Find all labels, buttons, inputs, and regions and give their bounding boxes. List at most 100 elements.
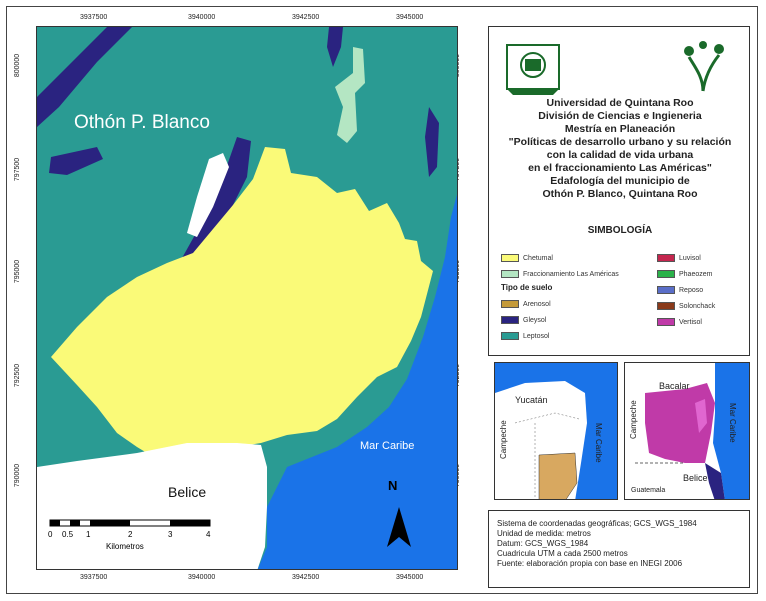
coord-left-3: 795000 — [14, 259, 22, 284]
coord-left-5: 790000 — [14, 463, 22, 488]
info-panel: Sistema de coordenadas geográficas; GCS_… — [488, 510, 750, 588]
municipality-label: Othón P. Blanco — [74, 112, 210, 133]
title-line-7: Edafología del municipio de — [550, 175, 690, 187]
tree-logo-icon — [684, 41, 724, 92]
scale-tick-4: 4 — [206, 530, 211, 539]
swatch-fraccionamiento — [501, 270, 519, 278]
inset-left-east-label: Mar Caribe — [594, 423, 603, 463]
scale-seg-2 — [70, 520, 80, 526]
swatch-luvisol — [657, 254, 675, 262]
swatch-chetumal — [501, 254, 519, 262]
scale-unit: Kilometros — [106, 542, 144, 551]
info-line-2: Unidad de medida: metros — [497, 529, 591, 538]
scale-tick-2: 2 — [128, 530, 133, 539]
title-line-4: "Políticas de desarrollo urbano y su rel… — [508, 136, 732, 148]
inset-right-east-label: Mar Caribe — [728, 403, 737, 443]
inset-right-southwest-label: Guatemala — [631, 487, 666, 494]
legend-title: SIMBOLOGÍA — [587, 225, 653, 236]
coord-bottom-4: 3945000 — [396, 574, 424, 581]
legend-item-vertisol: Vertisol — [657, 317, 702, 327]
legend-item-luvisol: Luvisol — [657, 253, 701, 263]
info-line-4: Cuadricula UTM a cada 2500 metros — [497, 549, 628, 558]
swatch-gleysol — [501, 316, 519, 324]
title-line-2: División de Ciencias e Ingieneria — [538, 110, 702, 122]
coord-bottom-1: 3937500 — [80, 574, 108, 581]
scale-seg-3 — [90, 520, 130, 526]
legend-label: Gleysol — [523, 316, 547, 324]
swatch-leptosol — [501, 332, 519, 340]
title-line-8: Othón P. Blanco, Quintana Roo — [542, 188, 698, 200]
legend-item-fraccionamiento: Fraccionamiento Las Américas — [501, 269, 619, 279]
inset-right-north-label: Bacalar — [659, 381, 690, 391]
map-canvas — [37, 27, 457, 569]
title-line-5: con la calidad de vida urbana — [546, 149, 694, 161]
coord-top-3: 3942500 — [292, 14, 320, 21]
legend-label: Chetumal — [523, 254, 553, 262]
info-line-5: Fuente: elaboración propia con base en I… — [497, 559, 683, 568]
gleysol-strip-2 — [49, 147, 103, 175]
legend-item-solonchack: Solonchack — [657, 301, 715, 311]
coord-left-1: 800000 — [14, 53, 22, 78]
soil-heading: Tipo de suelo — [501, 283, 553, 292]
gleysol-strip-4 — [327, 27, 343, 67]
scale-seg-1 — [50, 520, 60, 526]
legend-label: Leptosol — [523, 332, 550, 340]
lagoon-white — [187, 153, 229, 237]
scale-bar: 0 0.5 1 2 3 4 Kilometros — [46, 518, 226, 558]
legend-item-arenosol: Arenosol — [501, 299, 551, 309]
swatch-phaeozem — [657, 270, 675, 278]
fraccionamiento-area — [335, 47, 365, 143]
title-line-3: Mestría en Planeación — [564, 123, 676, 135]
sheet-border — [6, 6, 758, 594]
belize-area — [37, 443, 267, 569]
scale-tick-05: 0.5 — [62, 530, 74, 539]
legend-item-gleysol: Gleysol — [501, 315, 546, 325]
gleysol-strip-1 — [37, 27, 132, 127]
scale-tick-0: 0 — [48, 530, 53, 539]
inset-left-north-label: Yucatán — [515, 395, 548, 405]
coord-top-4: 3945000 — [396, 14, 424, 21]
title-line-6: en el fraccionamiento Las Américas" — [528, 162, 712, 174]
info-line-3: Datum: GCS_WGS_1984 — [497, 539, 589, 548]
inset-right-south-label: Belice — [683, 473, 708, 483]
legend-label: Solonchack — [679, 302, 716, 310]
coord-bottom-3: 3942500 — [292, 574, 320, 581]
scale-tick-3: 3 — [168, 530, 173, 539]
info-line-1: Sistema de coordenadas geográficas; GCS_… — [497, 519, 697, 528]
legend-label: Phaeozem — [679, 270, 713, 278]
coord-left-2: 797500 — [14, 157, 22, 182]
swatch-solonchack — [657, 302, 675, 310]
scale-tick-1: 1 — [86, 530, 91, 539]
legend-label: Luvisol — [679, 254, 701, 262]
north-letter: N — [388, 478, 398, 493]
legend-label: Vertisol — [679, 318, 702, 326]
scale-seg-4 — [170, 520, 210, 526]
main-map — [36, 26, 458, 570]
north-arrow-icon — [387, 507, 411, 547]
country-label: Belice — [168, 484, 207, 500]
legend-label: Fraccionamiento Las Américas — [523, 270, 619, 278]
coord-left-4: 792500 — [14, 363, 22, 388]
gleysol-strip-5 — [425, 107, 439, 177]
legend-label: Arenosol — [523, 300, 551, 308]
swatch-arenosol — [501, 300, 519, 308]
title-line-1: Universidad de Quintana Roo — [546, 97, 694, 109]
title-legend-panel: Universidad de Quintana Roo División de … — [488, 26, 750, 356]
coord-bottom-2: 3940000 — [188, 574, 216, 581]
sea-label: Mar Caribe — [360, 440, 415, 452]
legend-item-chetumal: Chetumal — [501, 253, 553, 263]
inset-municipality-map: Bacalar Campeche Belice Guatemala Mar Ca… — [624, 362, 750, 500]
inset-peninsula-canvas — [495, 363, 617, 499]
legend-item-leptosol: Leptosol — [501, 331, 549, 341]
inset-municipality-canvas — [625, 363, 749, 499]
coord-top-2: 3940000 — [188, 14, 216, 21]
sea-area — [257, 194, 457, 569]
legend-item-phaeozem: Phaeozem — [657, 269, 712, 279]
university-seal-icon — [506, 44, 560, 95]
legend-label: Reposo — [679, 286, 704, 294]
scale-bar-graphic — [49, 519, 211, 527]
chetumal-area — [51, 147, 433, 459]
inset-peninsula-map: Yucatán Campeche Mar Caribe — [494, 362, 618, 500]
coord-top-1: 3937500 — [80, 14, 108, 21]
